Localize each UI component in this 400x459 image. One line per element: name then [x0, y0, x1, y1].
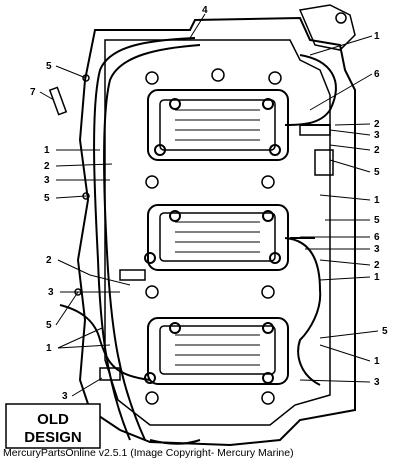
- callout-label: 5: [46, 61, 52, 72]
- callout-label: 3: [374, 377, 380, 388]
- callout-label: 1: [374, 356, 380, 367]
- callout-label: 2: [46, 255, 52, 266]
- callout-label: 3: [374, 130, 380, 141]
- callout-label: 6: [374, 69, 380, 80]
- copyright-text: MercuryPartsOnline v2.5.1 (Image Copyrig…: [3, 447, 294, 459]
- carburetor-top: [147, 89, 289, 161]
- callout-label: 3: [62, 391, 68, 402]
- callout-label: 3: [48, 287, 54, 298]
- callout-label: 2: [374, 145, 380, 156]
- callout-label: 1: [44, 145, 50, 156]
- callout-label: 1: [374, 31, 380, 42]
- mounting-bosses: [145, 68, 282, 405]
- callout-label: 2: [374, 119, 380, 130]
- stamp-line-1: OLD: [37, 411, 69, 428]
- callout-label: 7: [30, 87, 36, 98]
- callout-label: 4: [202, 5, 208, 16]
- callout-labels: 4 1 6 5 7 2 3 2 1 2 5 3 5 1 6 5 3 2 2 1 …: [30, 5, 388, 402]
- leader-lines: [39, 13, 379, 397]
- callout-label: 5: [44, 193, 50, 204]
- callout-label: 2: [374, 260, 380, 271]
- callout-label: 3: [44, 175, 50, 186]
- callout-label: 5: [374, 167, 380, 178]
- callout-label: 5: [374, 215, 380, 226]
- callout-label: 2: [44, 161, 50, 172]
- callout-label: 1: [374, 195, 380, 206]
- callout-label: 5: [382, 326, 388, 337]
- callout-label: 1: [46, 343, 52, 354]
- carburetor-bottom: [144, 317, 289, 385]
- old-design-stamp: OLD DESIGN: [5, 403, 101, 449]
- fuel-hoses: [59, 37, 337, 445]
- stamp-line-2: DESIGN: [24, 429, 82, 446]
- callout-label: 6: [374, 232, 380, 243]
- carburetor-middle: [144, 204, 289, 271]
- fittings: [48, 74, 334, 381]
- callout-label: 3: [374, 244, 380, 255]
- callout-label: 1: [374, 272, 380, 283]
- callout-label: 5: [46, 320, 52, 331]
- engine-block: [76, 4, 356, 447]
